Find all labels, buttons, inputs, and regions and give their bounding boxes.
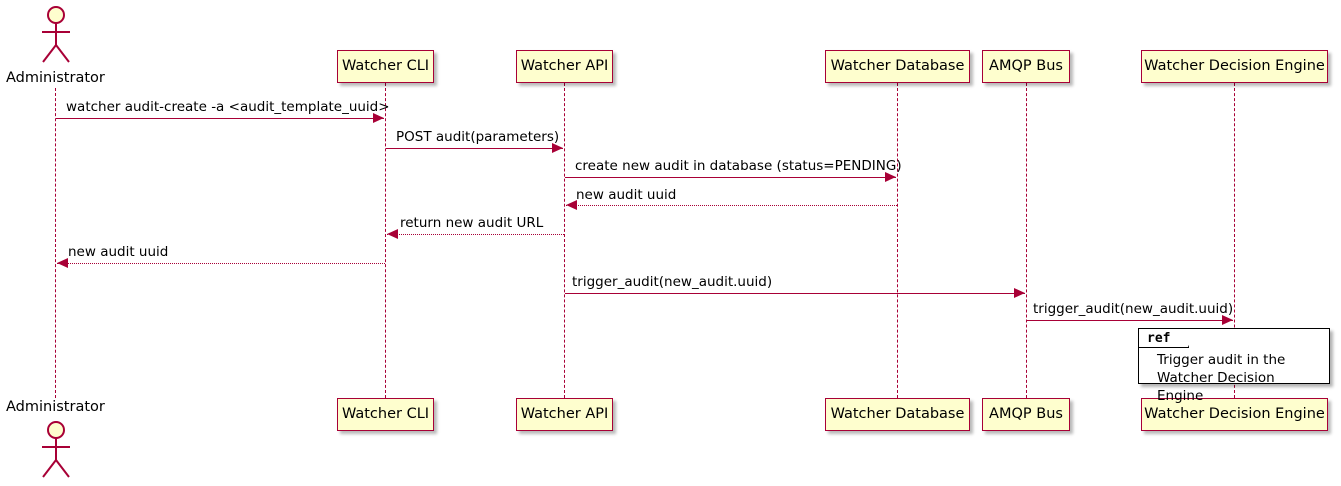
message-arrow-post-audit: [386, 148, 563, 149]
actor-label-administrator-bottom: Administrator: [6, 399, 105, 415]
ref-fragment-trigger-audit: ref Trigger audit in the Watcher Decisio…: [1138, 328, 1330, 404]
actor-administrator-bottom: [42, 421, 70, 478]
participant-watcher-database-bottom[interactable]: Watcher Database: [825, 398, 970, 431]
participant-watcher-decision-engine-top[interactable]: Watcher Decision Engine: [1141, 50, 1328, 83]
arrowhead-post-audit: [552, 143, 563, 153]
actor-administrator-top: [42, 6, 70, 63]
message-arrow-new-audit-uuid-cli: [57, 263, 385, 264]
message-label-return-new-audit-url: return new audit URL: [400, 215, 544, 231]
participant-amqp-bus-bottom[interactable]: AMQP Bus: [982, 398, 1070, 431]
message-label-watcher-audit-create: watcher audit-create -a <audit_template_…: [66, 99, 390, 115]
participant-watcher-api-bottom[interactable]: Watcher API: [516, 398, 613, 431]
participant-watcher-cli-bottom[interactable]: Watcher CLI: [337, 398, 434, 431]
participant-amqp-bus-top[interactable]: AMQP Bus: [982, 50, 1070, 83]
lifeline-watcher-database: [897, 83, 898, 398]
lifeline-watcher-decision-engine: [1234, 83, 1235, 398]
message-label-create-new-audit: create new audit in database (status=PEN…: [575, 158, 902, 174]
arrowhead-return-new-audit-url: [387, 229, 398, 239]
message-arrow-trigger-audit-api: [565, 293, 1025, 294]
lifeline-amqp-bus: [1026, 83, 1027, 398]
arrowhead-new-audit-uuid-cli: [57, 258, 68, 268]
ref-fragment-line-2: Watcher Decision Engine: [1157, 370, 1275, 405]
message-label-post-audit: POST audit(parameters): [396, 129, 560, 145]
lifeline-watcher-api: [564, 83, 565, 398]
lifeline-administrator: [55, 88, 56, 398]
ref-fragment-body: Trigger audit in the Watcher Decision En…: [1139, 349, 1329, 406]
message-label-new-audit-uuid-db: new audit uuid: [576, 187, 677, 203]
participant-watcher-decision-engine-bottom[interactable]: Watcher Decision Engine: [1141, 398, 1328, 431]
ref-fragment-tab-label: ref: [1139, 329, 1189, 348]
message-label-trigger-audit-api: trigger_audit(new_audit.uuid): [572, 274, 773, 290]
message-arrow-return-new-audit-url: [387, 234, 564, 235]
participant-watcher-database-top[interactable]: Watcher Database: [825, 50, 970, 83]
message-label-trigger-audit-amqp: trigger_audit(new_audit.uuid): [1033, 301, 1234, 317]
ref-fragment-line-1: Trigger audit in the: [1157, 352, 1286, 368]
participant-watcher-api-top[interactable]: Watcher API: [516, 50, 613, 83]
message-label-new-audit-uuid-cli: new audit uuid: [68, 244, 169, 260]
arrowhead-new-audit-uuid-db: [566, 200, 577, 210]
message-arrow-create-new-audit: [565, 177, 896, 178]
arrowhead-watcher-audit-create: [373, 113, 384, 123]
lifeline-watcher-cli: [385, 83, 386, 398]
message-arrow-watcher-audit-create: [56, 118, 384, 119]
arrowhead-trigger-audit-api: [1014, 288, 1025, 298]
arrowhead-create-new-audit: [885, 172, 896, 182]
arrowhead-trigger-audit-amqp: [1222, 315, 1233, 325]
actor-label-administrator-top: Administrator: [6, 70, 105, 86]
message-arrow-trigger-audit-amqp: [1027, 320, 1233, 321]
message-arrow-new-audit-uuid-db: [566, 205, 897, 206]
participant-watcher-cli-top[interactable]: Watcher CLI: [337, 50, 434, 83]
